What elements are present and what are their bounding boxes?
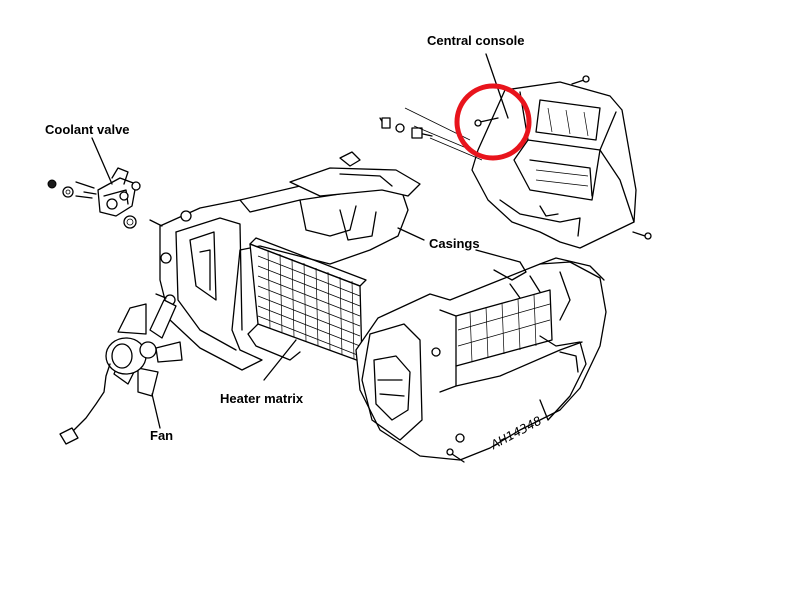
casing-screw	[446, 448, 465, 463]
central-console	[471, 81, 637, 249]
heater-casing	[149, 167, 421, 371]
label-casings: Casings	[429, 236, 480, 251]
valve-fasteners	[47, 179, 74, 198]
coolant-valve	[75, 167, 141, 229]
label-heater-matrix: Heater matrix	[220, 391, 304, 406]
fan	[59, 299, 183, 445]
label-coolant-valve: Coolant valve	[45, 122, 130, 137]
right-casing	[355, 257, 607, 461]
label-central-console: Central console	[427, 33, 525, 48]
console-screws	[339, 75, 652, 240]
highlight-circle	[454, 83, 532, 161]
leader-lines	[91, 53, 521, 429]
label-fan: Fan	[150, 428, 174, 443]
